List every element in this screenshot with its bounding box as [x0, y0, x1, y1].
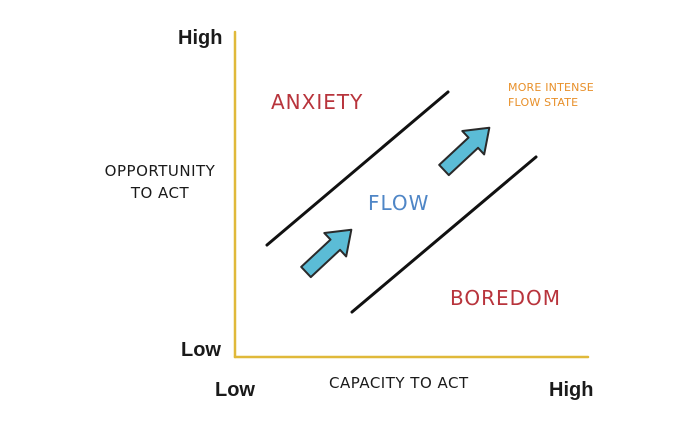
more-intense-flow-annotation: MORE INTENSE FLOW STATE [508, 80, 594, 110]
x-axis-high-label: High [549, 379, 594, 401]
up-right-arrow-icon [300, 228, 353, 279]
upper-channel-line [265, 90, 450, 247]
y-axis-title-line2: TO ACT [130, 184, 190, 202]
y-axis-title-line1: OPPORTUNITY [104, 162, 216, 180]
flow-zone-label: FLOW [368, 191, 430, 215]
annotation-line1: MORE INTENSE [508, 81, 594, 94]
y-axis-low-label: Low [181, 339, 221, 361]
y-axis-title: OPPORTUNITY TO ACT [95, 160, 225, 204]
x-axis-title: CAPACITY TO ACT [329, 374, 469, 392]
y-axis-high-label: High [178, 27, 223, 49]
lower-channel-line [350, 155, 538, 314]
annotation-line2: FLOW STATE [508, 96, 579, 109]
x-axis-low-label: Low [215, 379, 255, 401]
anxiety-zone-label: ANXIETY [271, 90, 364, 114]
up-right-arrow-icon [438, 126, 491, 177]
boredom-zone-label: BOREDOM [450, 286, 562, 310]
